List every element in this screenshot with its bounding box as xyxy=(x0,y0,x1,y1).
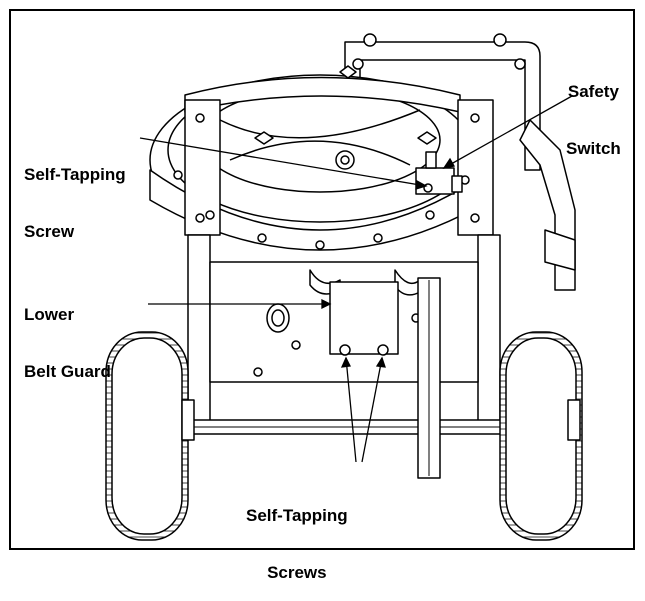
callout-line: Belt Guard xyxy=(24,362,111,381)
drum-spoke xyxy=(219,109,421,139)
bolt xyxy=(363,33,377,47)
arrowhead xyxy=(340,356,351,368)
drum-spoke xyxy=(229,140,411,166)
safety-switch-plunger xyxy=(425,151,437,169)
bolt xyxy=(493,33,507,47)
arrowhead xyxy=(321,298,332,310)
lower-belt-guard xyxy=(329,281,399,355)
bolt xyxy=(315,240,325,250)
knob xyxy=(339,65,357,79)
callout-self-tapping-screws: Self-Tapping Screws xyxy=(246,468,348,601)
bolt xyxy=(352,58,364,70)
guard-screw xyxy=(377,344,389,356)
bolt xyxy=(173,170,183,180)
guard-screw xyxy=(339,344,351,356)
bolt xyxy=(253,367,263,377)
leader-screw-left xyxy=(345,357,357,463)
arrowhead xyxy=(375,356,386,368)
bolt xyxy=(470,213,480,223)
bolt xyxy=(425,210,435,220)
wheel-hub xyxy=(567,399,581,441)
left-upright xyxy=(184,99,221,236)
callout-lower-belt-guard: Lower Belt Guard xyxy=(24,267,111,400)
callout-line: Screw xyxy=(24,222,75,241)
switch-bracket xyxy=(451,175,463,193)
figure-border xyxy=(9,9,635,550)
callout-line: Self-Tapping xyxy=(24,165,126,184)
bolt xyxy=(470,113,480,123)
callout-line: Safety xyxy=(567,82,619,101)
knob xyxy=(417,131,437,145)
arrowhead xyxy=(415,179,428,190)
arrowhead xyxy=(442,157,456,169)
callout-self-tapping-screw: Self-Tapping Screw xyxy=(24,127,126,260)
wheel-hub xyxy=(181,399,195,441)
callout-line: Switch xyxy=(566,139,621,158)
callout-safety-switch: Safety Switch xyxy=(566,44,621,177)
bolt xyxy=(195,113,205,123)
bolt xyxy=(373,233,383,243)
bolt xyxy=(205,210,215,220)
callout-line: Lower xyxy=(24,305,75,324)
bolt xyxy=(514,58,526,70)
machine-illustration xyxy=(105,33,583,541)
leader-safety-switch xyxy=(443,95,573,169)
drum-hub-center xyxy=(340,155,350,165)
bolt xyxy=(195,213,205,223)
knob xyxy=(254,131,274,145)
bolt xyxy=(257,233,267,243)
port-inner xyxy=(271,309,285,327)
leader-screw-right xyxy=(361,357,383,463)
callout-line: Self-Tapping xyxy=(246,506,348,525)
callout-line: Screws xyxy=(267,563,327,582)
right-lower-tube xyxy=(544,229,576,271)
leader-self-tapping-screw xyxy=(139,137,427,187)
bolt xyxy=(291,340,301,350)
